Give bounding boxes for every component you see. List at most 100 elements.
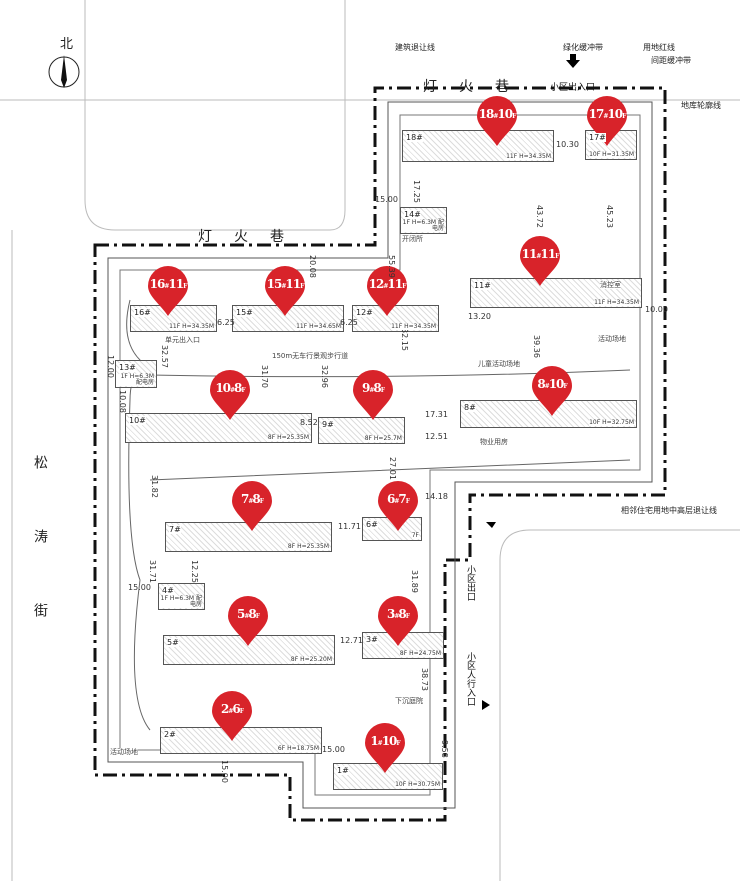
building-marker-2[interactable]: 2#6F bbox=[210, 691, 254, 743]
building-marker-9[interactable]: 9#8F bbox=[351, 370, 395, 422]
building-marker-16[interactable]: 16#11F bbox=[146, 266, 190, 318]
marker-label: 16#11F bbox=[149, 277, 188, 291]
building-11: 11#11F H=34.35M bbox=[470, 278, 642, 308]
map-pin-icon bbox=[265, 266, 305, 316]
building-id: 18# bbox=[406, 133, 423, 142]
place-label: 活动场地 bbox=[110, 748, 138, 756]
dimension-label: 13.20 bbox=[468, 312, 491, 321]
building-14: 14#1F H=6.3M 配电房 bbox=[400, 207, 447, 234]
site-boundary bbox=[93, 86, 667, 822]
road-label: 灯火巷 bbox=[423, 79, 531, 95]
entrance-arrow-icon bbox=[566, 54, 580, 68]
dimension-label: 38.73 bbox=[420, 668, 429, 691]
building-18: 18#11F H=34.35M bbox=[402, 130, 554, 162]
building-marker-5[interactable]: 5#8F bbox=[226, 596, 270, 648]
north-arrow-icon bbox=[48, 55, 80, 88]
building-id: 14# bbox=[404, 210, 421, 219]
building-id: 13# bbox=[119, 363, 136, 372]
note-label: 地库轮廓线 bbox=[681, 101, 721, 110]
note-label: 间距缓冲带 bbox=[651, 56, 691, 65]
marker-label: 10#8F bbox=[215, 381, 245, 395]
building-info: 11F H=34.65M bbox=[296, 323, 341, 330]
building-id: 1# bbox=[337, 766, 349, 775]
dimension-label: 11.71 bbox=[338, 522, 361, 531]
dimension-label: 32.57 bbox=[160, 345, 169, 368]
building-id: 3# bbox=[366, 635, 378, 644]
place-label: 单元出入口 bbox=[165, 336, 200, 344]
building-info: 6F H=18.75M bbox=[277, 745, 319, 752]
marker-label: 15#11F bbox=[266, 277, 305, 291]
building-info: 1F H=6.3M 配电房 bbox=[116, 374, 154, 386]
marker-label: 2#6F bbox=[220, 702, 244, 716]
building-marker-15[interactable]: 15#11F bbox=[263, 266, 307, 318]
building-id: 7# bbox=[169, 525, 181, 534]
dimension-label: 10.08 bbox=[118, 390, 127, 413]
marker-label: 8#10F bbox=[537, 377, 567, 391]
map-pin-icon bbox=[228, 596, 268, 646]
map-pin-icon bbox=[520, 236, 560, 286]
building-id: 17# bbox=[589, 133, 606, 142]
dimension-label: 31.82 bbox=[150, 475, 159, 498]
building-marker-8[interactable]: 8#10F bbox=[530, 366, 574, 418]
building-info: 1F H=6.3M 配电房 bbox=[401, 219, 444, 232]
building-marker-12[interactable]: 12#11F bbox=[365, 266, 409, 318]
building-7: 7# 8F H=25.35M bbox=[165, 522, 332, 552]
dimension-label: 8.52 bbox=[300, 418, 318, 427]
dimension-label: 43.72 bbox=[535, 205, 544, 228]
map-pin-icon bbox=[353, 370, 393, 420]
gate-label: 小区出入口 bbox=[550, 83, 596, 93]
building-info: 11F H=34.35M bbox=[391, 323, 436, 330]
map-pin-icon bbox=[210, 370, 250, 420]
dimension-label: 10.30 bbox=[556, 140, 579, 149]
building-info: 10F H=31.35M bbox=[589, 151, 634, 158]
building-4: 4#1F H=6.3M 配电房 bbox=[158, 583, 205, 610]
building-marker-3[interactable]: 3#8F bbox=[376, 596, 420, 648]
road-label: 松涛街 bbox=[32, 455, 48, 677]
building-info: 10F H=32.75M bbox=[589, 419, 634, 426]
building-marker-18[interactable]: 18#10F bbox=[475, 96, 519, 148]
map-pin-icon bbox=[532, 366, 572, 416]
building-marker-10[interactable]: 10#8F bbox=[208, 370, 252, 422]
building-marker-1[interactable]: 1#10F bbox=[363, 723, 407, 775]
building-marker-6[interactable]: 6#7F bbox=[376, 481, 420, 533]
building-info: 1F H=6.3M 配电房 bbox=[159, 595, 202, 608]
dimension-label: 12.71 bbox=[340, 636, 363, 645]
gate-label: 小区人行入口 bbox=[465, 652, 475, 706]
gate-label: 小区出口 bbox=[465, 565, 475, 601]
building-id: 11# bbox=[474, 281, 491, 290]
building-info: 8F H=24.75M bbox=[399, 650, 441, 657]
building-id: 6# bbox=[366, 520, 378, 529]
place-label: 消控室 bbox=[600, 281, 621, 289]
marker-label: 6#7F bbox=[386, 492, 410, 506]
marker-label: 11#11F bbox=[521, 247, 560, 261]
dimension-label: 45.23 bbox=[605, 205, 614, 228]
building-info: 11F H=34.35M bbox=[169, 323, 214, 330]
place-label: 150m无车行景观步行道 bbox=[272, 352, 349, 360]
marker-label: 12#11F bbox=[368, 277, 407, 291]
building-marker-11[interactable]: 11#11F bbox=[518, 236, 562, 288]
place-label: 物业用房 bbox=[480, 438, 508, 446]
building-info: 8F H=25.35M bbox=[287, 543, 329, 550]
compass-label: 北 bbox=[60, 37, 74, 52]
building-info: 10F H=30.75M bbox=[395, 781, 440, 788]
building-marker-7[interactable]: 7#8F bbox=[230, 481, 274, 533]
building-info: 7F bbox=[411, 532, 419, 539]
dimension-label: 31.89 bbox=[410, 570, 419, 593]
map-pin-icon bbox=[367, 266, 407, 316]
dimension-label: 31.71 bbox=[148, 560, 157, 583]
dimension-label: 27.01 bbox=[388, 457, 397, 480]
dimension-label: 9.58 bbox=[440, 740, 449, 758]
building-id: 5# bbox=[167, 638, 179, 647]
dimension-label: 15.00 bbox=[220, 760, 229, 783]
building-1: 1# 10F H=30.75M bbox=[333, 763, 443, 790]
building-info: 8F H=25.7M bbox=[364, 435, 402, 442]
dimension-label: 17.31 bbox=[425, 410, 448, 419]
dimension-label: 10.00 bbox=[645, 305, 668, 314]
building-id: 2# bbox=[164, 730, 176, 739]
building-id: 12# bbox=[356, 308, 373, 317]
building-info: 8F H=25.35M bbox=[267, 434, 309, 441]
marker-label: 5#8F bbox=[236, 607, 260, 621]
dimension-label: 39.36 bbox=[532, 335, 541, 358]
building-id: 16# bbox=[134, 308, 151, 317]
